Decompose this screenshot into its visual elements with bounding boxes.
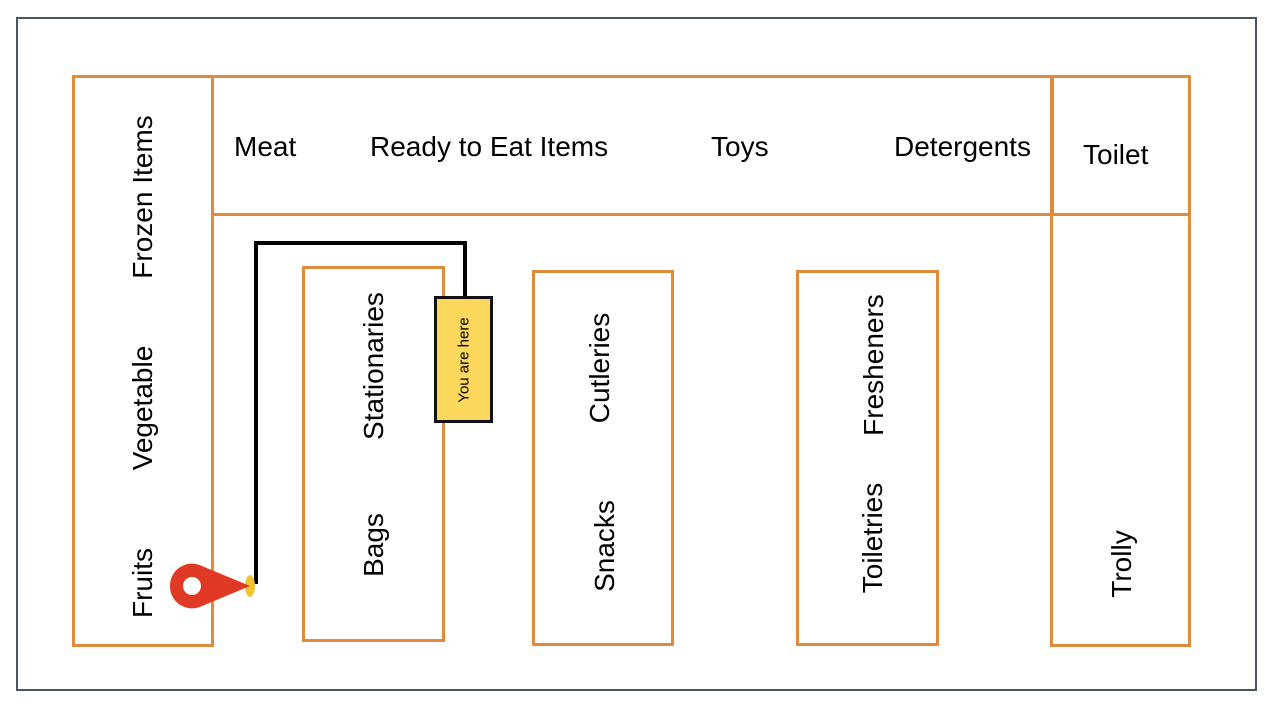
snacks-label: Snacks — [589, 500, 620, 592]
you-are-here-label: You are here — [455, 316, 472, 403]
you-are-here-marker: You are here — [434, 296, 493, 423]
map-pin-icon — [169, 563, 255, 609]
route-segment-horizontal — [254, 241, 467, 245]
aisle-cutleries-snacks — [532, 270, 674, 646]
fresheners-label: Fresheners — [858, 294, 889, 436]
meat-label: Meat — [234, 131, 297, 162]
toys-label: Toys — [711, 131, 769, 162]
stationaries-label: Stationaries — [358, 292, 389, 440]
store-map-frame — [16, 17, 1257, 691]
fruits-label: Fruits — [127, 548, 158, 618]
aisle-stationaries-bags — [302, 266, 445, 642]
trolly-label: Trolly — [1106, 530, 1137, 598]
toilet-label: Toilet — [1083, 139, 1149, 170]
left-wall-section — [72, 75, 214, 647]
vegetable-label: Vegetable — [127, 345, 158, 471]
ready-to-eat-label: Ready to Eat Items — [370, 131, 609, 162]
cutleries-label: Cutleries — [584, 312, 615, 424]
route-segment-drop — [463, 241, 467, 298]
trolly-section — [1050, 213, 1191, 647]
aisle-fresheners-toiletries — [796, 270, 939, 646]
toiletries-label: Toiletries — [857, 482, 888, 594]
frozen-items-label: Frozen Items — [127, 115, 158, 279]
route-segment-vertical — [254, 241, 258, 584]
bags-label: Bags — [358, 513, 389, 577]
detergents-label: Detergents — [894, 131, 1031, 162]
